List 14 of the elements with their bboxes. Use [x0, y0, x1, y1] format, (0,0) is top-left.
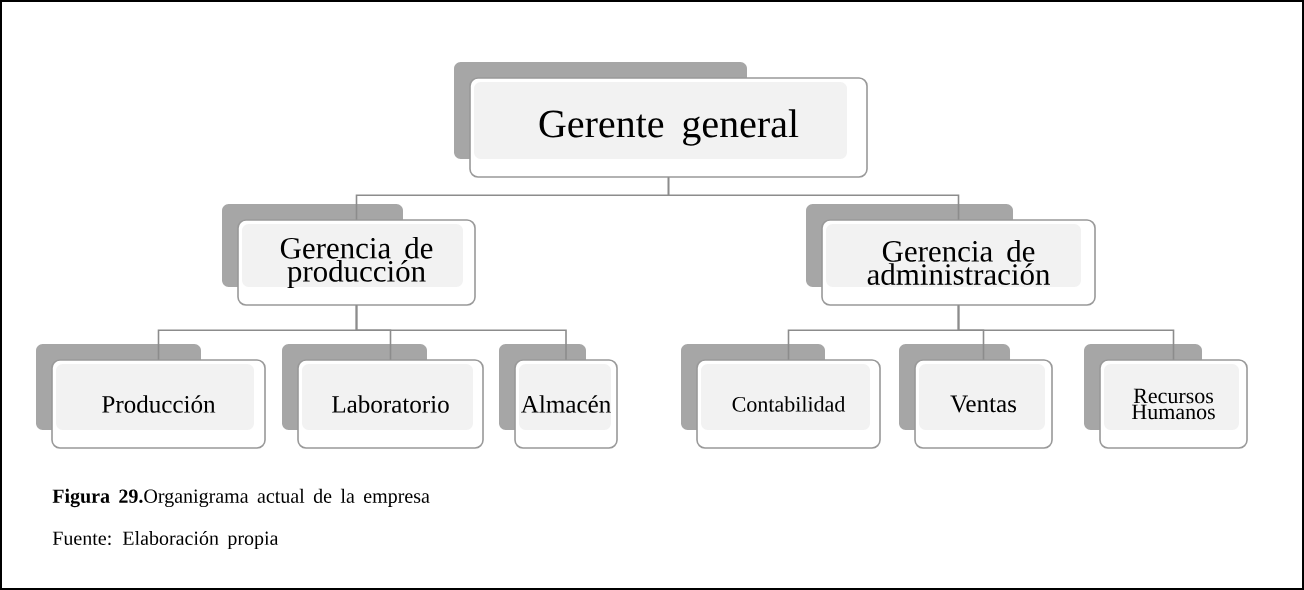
org-box: Contabilidad — [681, 344, 881, 449]
org-box: Gerencia de administración — [806, 204, 1096, 306]
org-box: Gerencia de producción — [222, 204, 476, 306]
org-box: Recursos Humanos — [1084, 344, 1248, 449]
connector-line — [957, 304, 1175, 361]
org-box: Laboratorio — [282, 344, 484, 449]
org-box: Gerente general — [454, 62, 868, 178]
connector-line — [355, 304, 567, 361]
source-note: Fuente: Elaboración propia — [52, 530, 279, 550]
org-box: Ventas — [899, 344, 1053, 449]
org-box: Almacén — [499, 344, 618, 449]
org-box: Producción — [36, 344, 266, 449]
figure-caption: Figura 29.Organigrama actual de la empresa — [52, 488, 430, 508]
connector-line — [667, 176, 960, 221]
